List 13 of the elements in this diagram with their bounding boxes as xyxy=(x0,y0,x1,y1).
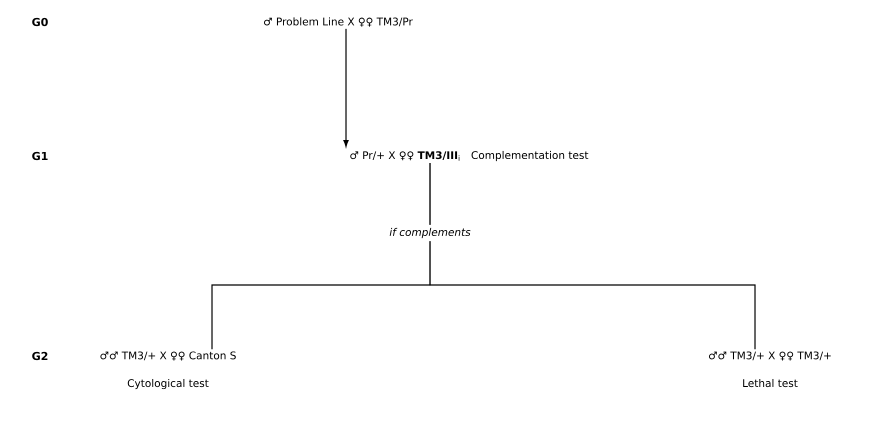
cross-text: ♂♂ TM3/+ X ♀♀ Canton S xyxy=(100,351,236,361)
cross-text: ♂♂ TM3/+ X ♀♀ TM3/+ xyxy=(708,351,831,361)
connector-line xyxy=(343,28,349,147)
test-label: Lethal test xyxy=(743,378,798,388)
test-label: Complementation test xyxy=(472,150,588,162)
test-label: Cytological test xyxy=(128,378,209,390)
generation-label: G1 xyxy=(32,152,48,160)
generation-label: G0 xyxy=(32,18,48,26)
cross-text: ♂ Problem Line X ♀♀ TM3/Pr xyxy=(264,17,413,27)
connector-line xyxy=(429,163,756,350)
cross-text: ♂ Pr/+ X ♀♀ TM3/III$_{i}$ xyxy=(350,151,460,161)
generation-label: G2 xyxy=(32,352,48,360)
edge-label: if complements xyxy=(386,224,474,242)
